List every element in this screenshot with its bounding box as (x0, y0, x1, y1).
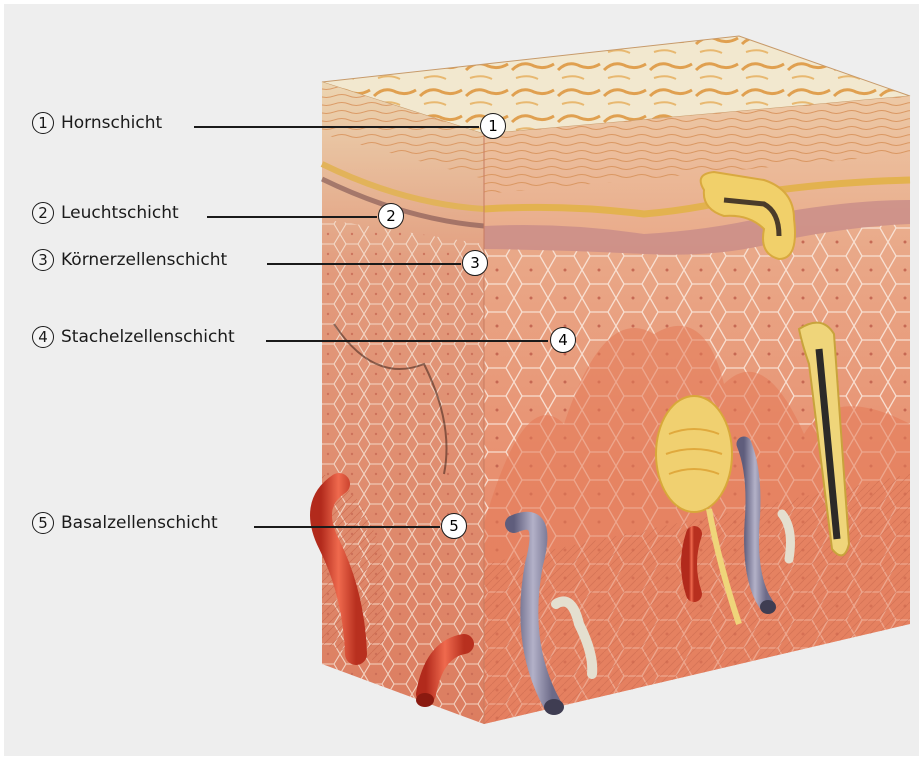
layer-4-marker: 4 (550, 327, 576, 353)
label-layer-1: 1 Hornschicht (32, 112, 162, 134)
layer-5-marker: 5 (441, 513, 467, 539)
layer-4-number-badge: 4 (32, 326, 54, 348)
layer-5-leader-line (254, 526, 440, 528)
layer-2-leader-line (207, 216, 377, 218)
label-layer-2: 2 Leuchtschicht (32, 202, 179, 224)
layer-3-number-badge: 3 (32, 249, 54, 271)
layer-5-label-text: Basalzellenschicht (61, 513, 218, 533)
label-layer-3: 3 Körnerzellenschicht (32, 249, 227, 271)
skin-diagram: 1 Hornschicht 1 2 Leuchtschicht 2 3 Körn… (4, 4, 919, 756)
layer-1-number-badge: 1 (32, 112, 54, 134)
layer-3-leader-line (267, 263, 461, 265)
layer-1-leader-line (194, 126, 479, 128)
layer-4-label-text: Stachelzellenschicht (61, 327, 235, 347)
label-layer-5: 5 Basalzellenschicht (32, 512, 218, 534)
layer-1-label-text: Hornschicht (61, 113, 162, 133)
layer-2-number-badge: 2 (32, 202, 54, 224)
layer-3-label-text: Körnerzellenschicht (61, 250, 227, 270)
layer-1-marker: 1 (480, 113, 506, 139)
label-layer-4: 4 Stachelzellenschicht (32, 326, 235, 348)
layer-2-marker: 2 (378, 203, 404, 229)
layer-2-label-text: Leuchtschicht (61, 203, 179, 223)
layer-5-number-badge: 5 (32, 512, 54, 534)
layer-4-leader-line (266, 340, 548, 342)
layer-3-marker: 3 (462, 250, 488, 276)
